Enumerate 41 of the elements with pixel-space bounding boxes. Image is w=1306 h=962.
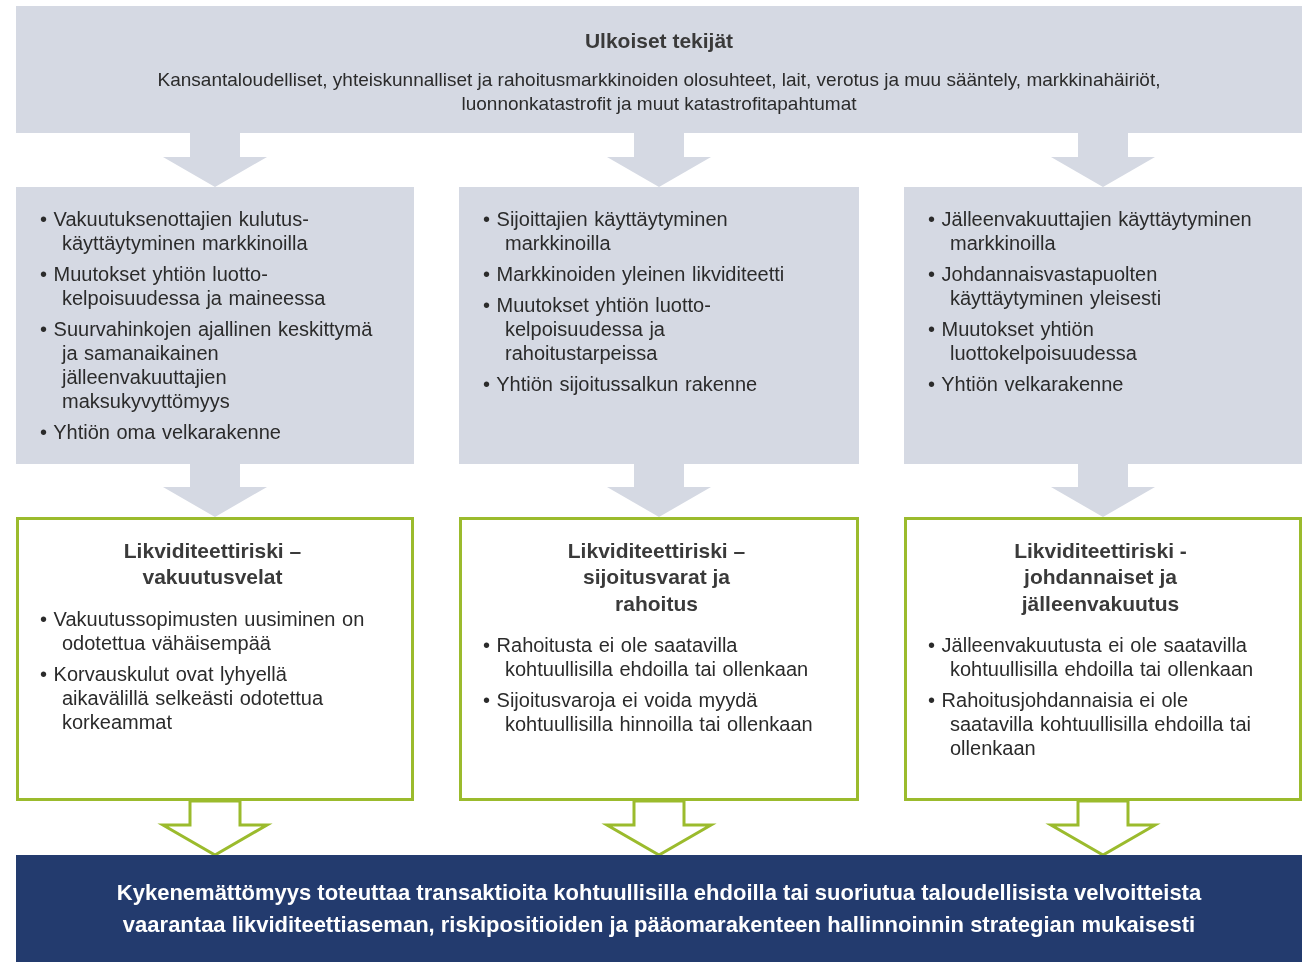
result-text: Kykenemättömyys toteuttaa transaktioita kohtuullisilla ehdoilla tai suoriutua taloudellisista velvoitteista vaarantaa likviditeettiaseman, riskipositioiden ja pääomarakenteen hallinnoinnin strategian mukaisesti [115, 878, 1203, 939]
box-title: Likviditeettiriski - johdannaiset ja jälleenvakuutus [1013, 538, 1188, 617]
bullet-item: • Muutokset yhtiön luotto-kelpoisuudessa ja rahoitustarpeissa [483, 293, 712, 365]
bullet-item: • Sijoitusvaroja ei voida myydä kohtuullisilla hinnoilla tai ollenkaan [483, 687, 814, 736]
bullet-item: • Yhtiön velkarakenne [928, 372, 1125, 396]
header-box [16, 6, 1302, 133]
bullet-item: • Yhtiön oma velkarakenne [40, 420, 282, 444]
block-arrow [607, 133, 711, 187]
bullet-item: • Suurvahinkojen ajallinen keskittymä ja samanaikainen jälleenvakuuttajien maksukyvyttömyys [40, 317, 374, 413]
bullet-item: • Korvauskulut ovat lyhyellä aikavälillä selkeästi odotettua korkeammat [40, 661, 325, 734]
bullet-item: • Sijoittajien käyttäytyminen markkinoilla [483, 207, 729, 255]
block-arrow [1051, 464, 1155, 517]
bullet-item: • Johdannaisvastapuolten käyttäytyminen yleisesti [928, 262, 1163, 310]
risk-box [16, 517, 414, 801]
box-text: Kansantaloudelliset, yhteiskunnalliset ja rahoitusmarkkinoiden olosuhteet, lait, verotus ja muu sääntely, markkinahäiriöt, luonnonkatastrofit ja muut katastrofitapahtumat [156, 68, 1162, 116]
box-title: Likviditeettiriski – sijoitusvarat ja rahoitus [566, 538, 747, 617]
bullet-item: • Vakuutuksenottajien kulutus-käyttäytyminen markkinoilla [40, 207, 310, 255]
block-arrow [163, 133, 267, 187]
block-arrow [1045, 799, 1161, 857]
bullet-item: • Jälleenvakuuttajien käyttäytyminen markkinoilla [928, 207, 1253, 255]
bullet-item: • Rahoitusta ei ole saatavilla kohtuullisilla ehdoilla tai ollenkaan [483, 632, 810, 681]
bullet-item: • Rahoitusjohdannaisia ei ole saatavilla kohtuullisilla ehdoilla tai ollenkaan [928, 687, 1252, 760]
block-arrow [607, 464, 711, 517]
block-arrow [1051, 133, 1155, 187]
bullet-item: • Markkinoiden yleinen likviditeetti [483, 262, 786, 286]
result-box [16, 855, 1302, 962]
risk-box [459, 517, 859, 801]
factor-box [16, 187, 414, 464]
risk-box [904, 517, 1302, 801]
block-arrow [601, 799, 717, 857]
bullet-item: • Muutokset yhtiön luottokelpoisuudessa [928, 317, 1138, 365]
box-title: Likviditeettiriski – vakuutusvelat [122, 538, 303, 591]
bullet-item: • Yhtiön sijoitussalkun rakenne [483, 372, 759, 396]
bullet-item: • Jälleenvakuutusta ei ole saatavilla kohtuullisilla ehdoilla tai ollenkaan [928, 632, 1255, 681]
bullet-item: • Vakuutussopimusten uusiminen on odotettua vähäisempää [40, 606, 366, 655]
factor-box [459, 187, 859, 464]
block-arrow [163, 464, 267, 517]
bullet-item: • Muutokset yhtiön luotto-kelpoisuudessa ja maineessa [40, 262, 327, 310]
box-title: Ulkoiset tekijät [583, 28, 735, 54]
block-arrow [157, 799, 273, 857]
factor-box [904, 187, 1302, 464]
